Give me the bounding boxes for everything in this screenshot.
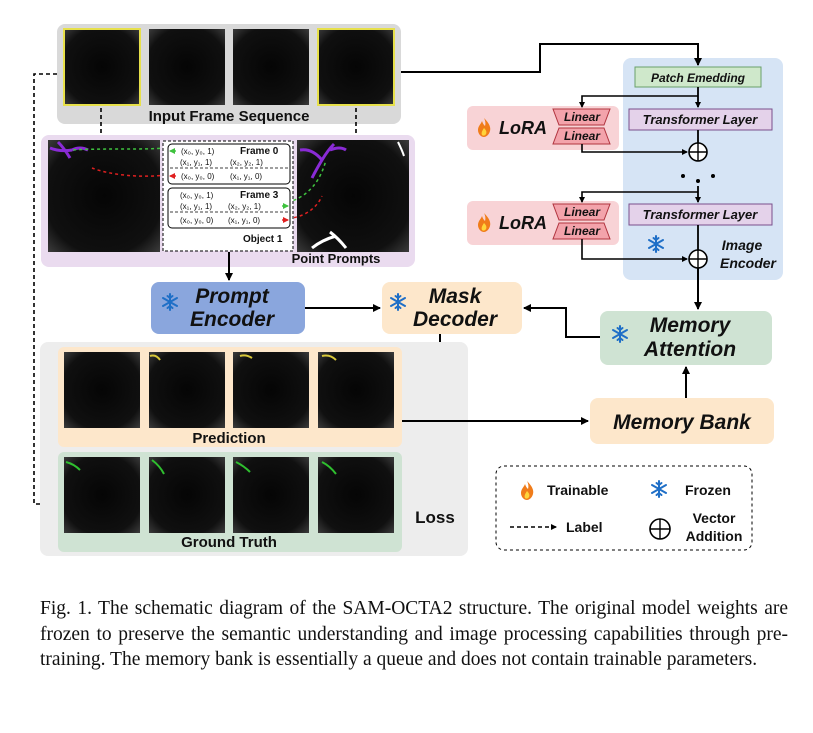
prompt-f3-row3b: (x₁, y₁, 0) [228, 216, 260, 225]
legend-vector-line2: Addition [686, 528, 743, 544]
mask-decoder-line1: Mask [429, 285, 483, 308]
figure-caption-label: Fig. 1. [40, 598, 92, 619]
image-encoder-panel: Patch Emedding Transformer Layer Transfo… [623, 58, 783, 280]
lora-2-linear-bottom: Linear [564, 224, 601, 238]
image-encoder-line1: Image [722, 237, 763, 253]
input-frame-sequence-panel: Input Frame Sequence [57, 24, 401, 125]
transformer-layer-1-label: Transformer Layer [643, 112, 759, 127]
prompt-f3-row2b: (x₂, y₂, 1) [228, 202, 261, 211]
prediction-loss-panel: Prediction Ground Truth Loss [40, 342, 468, 556]
input-frame-sequence-label: Input Frame Sequence [149, 108, 310, 125]
legend-label: Label [566, 519, 603, 535]
memory-attention-line1: Memory [650, 314, 732, 337]
figure-caption: Fig. 1. The schematic diagram of the SAM… [40, 596, 788, 673]
input-frame-1 [149, 29, 225, 105]
lora-block-1: LoRA Linear Linear [467, 106, 619, 150]
prompt-f3-row3a: (x₀, y₀, 0) [180, 216, 214, 225]
prompt-encoder-block: Prompt Encoder [151, 282, 305, 334]
lora-1-linear-top: Linear [564, 110, 601, 124]
transformer-layer-2 [628, 203, 773, 226]
prompt-f0-row3a: (x₀, y₀, 0) [181, 172, 215, 181]
input-frame-3 [317, 28, 395, 106]
prediction-frame-0 [64, 352, 140, 428]
lora-2-label: LoRA [499, 213, 547, 233]
memory-bank-block: Memory Bank [590, 398, 774, 444]
mask-decoder-line2: Decoder [413, 308, 499, 331]
prompt-object1-label: Object 1 [243, 234, 283, 245]
prompt-frame0-label: Frame 0 [240, 146, 279, 157]
image-encoder-line2: Encoder [720, 255, 778, 271]
ground-truth-frame-2 [233, 457, 309, 533]
prediction-frame-1 [149, 352, 225, 428]
legend-vector-line1: Vector [693, 510, 736, 526]
prediction-label: Prediction [192, 430, 265, 447]
point-prompts-panel: (x₀, y₀, 1) Frame 0 (x₁, y₁, 1) (x₂, y₂,… [41, 135, 415, 267]
memory-attention-block: Memory Attention [600, 311, 772, 365]
lora-1-linear-bottom: Linear [564, 129, 601, 143]
prompt-f0-row2a: (x₁, y₁, 1) [180, 158, 212, 167]
prediction-frame-2 [233, 352, 309, 428]
transformer-layer-2-label: Transformer Layer [643, 207, 759, 222]
point-prompts-label: Point Prompts [292, 251, 381, 266]
ground-truth-label: Ground Truth [181, 534, 277, 551]
lora-1-label: LoRA [499, 118, 547, 138]
lora-2-linear-top: Linear [564, 205, 601, 219]
prompt-f3-row1: (x₀, y₀, 1) [180, 191, 214, 200]
transformer-layer-1 [628, 108, 773, 131]
figure-caption-text: The schematic diagram of the SAM-OCTA2 s… [40, 598, 789, 670]
ground-truth-frame-0 [64, 457, 140, 533]
ground-truth-frame-3 [318, 457, 394, 533]
prompt-f0-row1: (x₀, y₀, 1) [181, 147, 215, 156]
mask-decoder-block: Mask Decoder [382, 282, 522, 334]
prompt-f0-row2b: (x₂, y₂, 1) [230, 158, 263, 167]
memory-attention-line2: Attention [643, 338, 736, 361]
patch-embedding-label: Patch Emedding [651, 71, 746, 85]
legend: Trainable Frozen Label Vector Addition [495, 465, 753, 551]
prompt-f0-row3b: (x₁, y₁, 0) [230, 172, 262, 181]
input-frame-2 [233, 29, 309, 105]
prompt-frame3-label: Frame 3 [240, 190, 279, 201]
prompt-f3-row2a: (x₁, y₁, 1) [180, 202, 212, 211]
legend-frozen: Frozen [685, 482, 731, 498]
lora-block-2: LoRA Linear Linear [467, 201, 619, 245]
prediction-frame-3 [318, 352, 394, 428]
input-frame-0 [63, 28, 141, 106]
loss-label: Loss [415, 508, 455, 527]
memory-bank-label: Memory Bank [613, 411, 752, 434]
legend-trainable: Trainable [547, 482, 609, 498]
prompt-frame-3 [297, 140, 409, 252]
prompt-frame-0 [48, 140, 160, 252]
prompt-encoder-line1: Prompt [195, 285, 270, 308]
prompt-encoder-line2: Encoder [190, 308, 276, 331]
